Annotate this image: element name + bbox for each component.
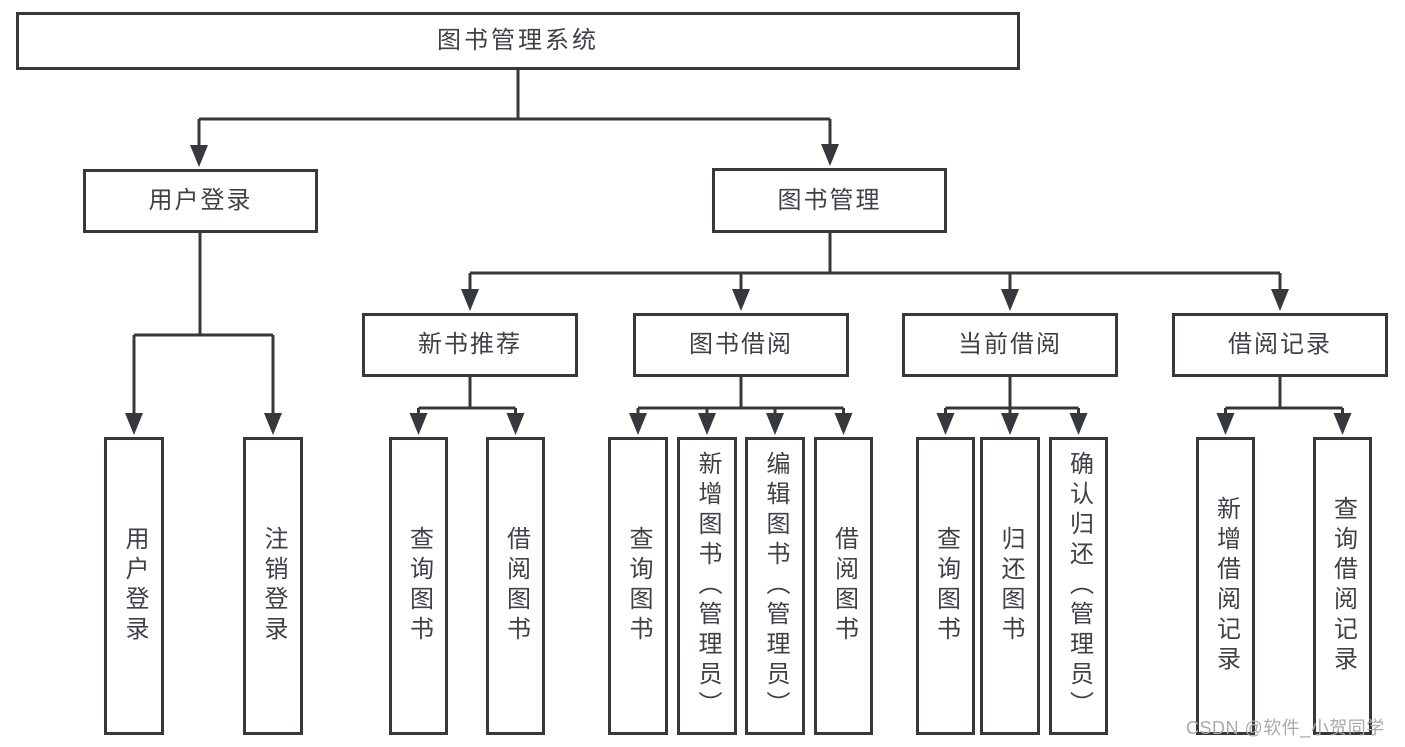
node-library-system: 图书管理系统 <box>16 12 1020 70</box>
leaf-add-books-admin: 新增图书（管理员） <box>677 437 737 735</box>
node-borrow-records: 借阅记录 <box>1172 313 1388 377</box>
arrow-down-icon <box>1001 413 1019 435</box>
arrow-down-icon <box>629 413 647 435</box>
node-label: 新书推荐 <box>418 331 522 358</box>
node-label: 借阅图书 <box>830 526 858 646</box>
node-book-borrow: 图书借阅 <box>633 313 849 377</box>
node-label: 图书借阅 <box>689 331 793 358</box>
leaf-query-books: 查询图书 <box>389 437 448 735</box>
leaf-confirm-return-admin: 确认归还（管理员） <box>1049 437 1108 735</box>
leaf-logout: 注销登录 <box>243 437 303 735</box>
wire-new-book-recommend-branch <box>417 377 517 416</box>
leaf-add-borrow-record: 新增借阅记录 <box>1196 437 1255 735</box>
node-new-book-recommend: 新书推荐 <box>362 313 578 377</box>
wire-root-to-level2 <box>197 70 832 149</box>
wire-user-login-branch <box>132 233 275 416</box>
node-label: 图书管理 <box>777 186 882 214</box>
arrow-down-icon <box>1001 289 1019 311</box>
node-label: 用户登录 <box>121 526 148 646</box>
node-label: 归还图书 <box>997 526 1024 646</box>
node-label: 确认归还（管理员） <box>1065 451 1093 721</box>
arrow-down-icon <box>732 289 750 311</box>
node-label: 查询图书 <box>405 526 433 646</box>
node-label: 用户登录 <box>148 187 253 214</box>
node-label: 查询图书 <box>932 526 960 646</box>
node-user-login: 用户登录 <box>83 169 318 233</box>
node-label: 注销登录 <box>260 526 287 646</box>
arrow-down-icon <box>461 289 479 311</box>
arrow-down-icon <box>125 413 143 435</box>
node-label: 新增图书（管理员） <box>694 451 721 721</box>
arrow-down-icon <box>1069 413 1088 435</box>
leaf-query-books: 查询图书 <box>608 437 668 735</box>
leaf-user-login: 用户登录 <box>104 437 164 735</box>
leaf-borrow-books: 借阅图书 <box>486 437 545 735</box>
arrow-down-icon <box>1333 413 1352 435</box>
node-label: 借阅记录 <box>1228 331 1332 358</box>
leaf-query-borrow-record: 查询借阅记录 <box>1313 437 1372 735</box>
node-current-borrow: 当前借阅 <box>902 313 1118 377</box>
leaf-edit-books-admin: 编辑图书（管理员） <box>745 437 805 735</box>
node-book-management: 图书管理 <box>712 168 947 233</box>
arrow-down-icon <box>834 413 853 435</box>
node-label: 查询图书 <box>625 526 652 646</box>
leaf-query-books: 查询图书 <box>916 437 975 735</box>
leaf-return-books: 归还图书 <box>980 437 1040 735</box>
arrow-down-icon <box>936 413 955 435</box>
arrow-down-icon <box>1216 413 1235 435</box>
arrow-down-icon <box>409 413 428 435</box>
arrow-down-icon <box>698 413 716 435</box>
leaf-borrow-books: 借阅图书 <box>814 437 873 735</box>
watermark: CSDN @软件_小贺同学 <box>1186 718 1385 738</box>
arrow-down-icon <box>766 413 784 435</box>
arrowheads <box>125 144 1352 435</box>
arrow-down-icon <box>190 145 208 167</box>
node-label: 当前借阅 <box>958 331 1062 358</box>
node-label: 图书管理系统 <box>437 27 599 54</box>
wire-borrow-records-branch <box>1224 377 1344 416</box>
arrow-down-icon <box>264 413 282 435</box>
wire-book-management-branch <box>468 233 1282 292</box>
wire-book-borrow-branch <box>636 377 845 416</box>
node-label: 借阅图书 <box>502 526 530 646</box>
node-label: 编辑图书（管理员） <box>762 451 789 721</box>
arrow-down-icon <box>821 144 839 166</box>
wire-current-borrow-branch <box>944 377 1080 416</box>
node-label: 新增借阅记录 <box>1212 496 1240 676</box>
arrow-down-icon <box>1271 289 1289 311</box>
arrow-down-icon <box>506 413 525 435</box>
node-label: 查询借阅记录 <box>1329 496 1357 676</box>
